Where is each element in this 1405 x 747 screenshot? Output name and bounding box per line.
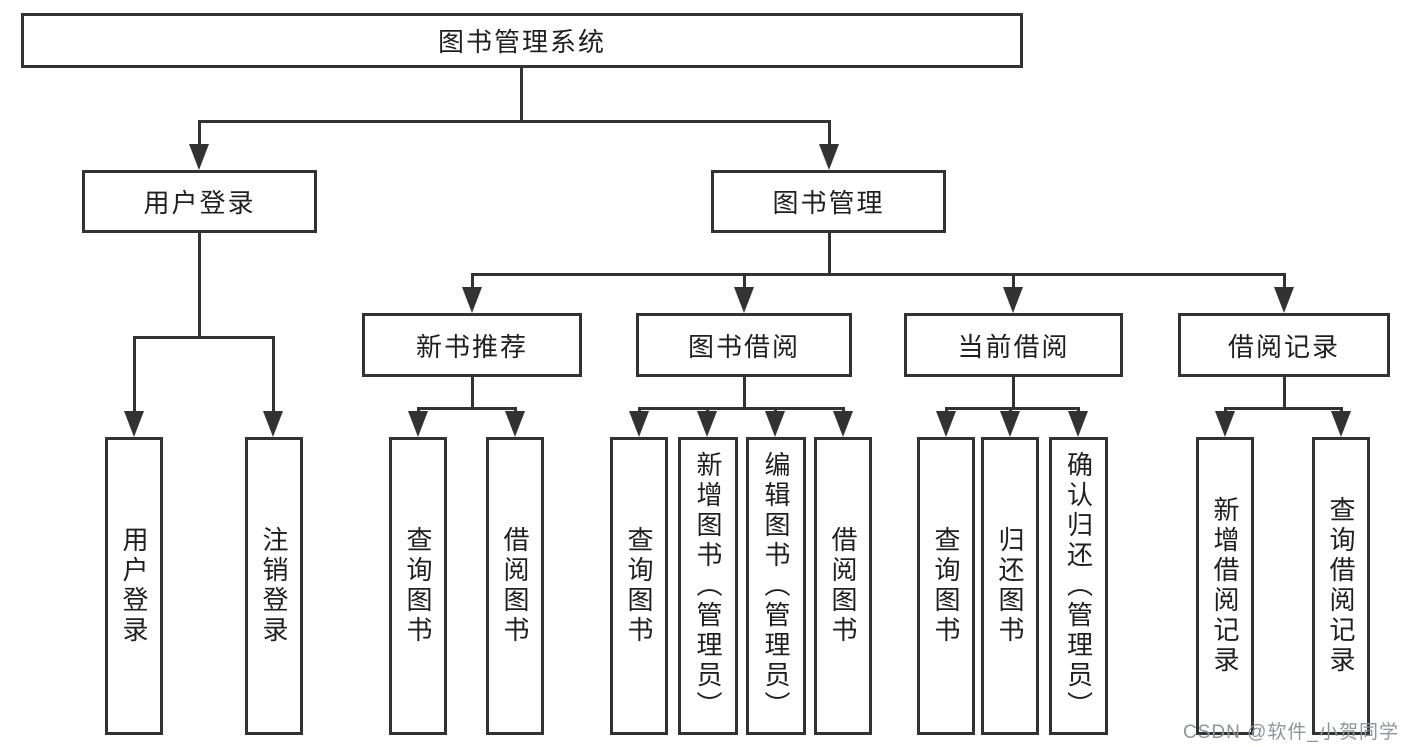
leaf-borrow-books-recommend: 借阅图书	[486, 437, 544, 735]
connector-line	[133, 336, 275, 339]
leaf-query-books-recommend: 查询图书	[389, 437, 447, 735]
arrow-down-icon	[1000, 411, 1020, 437]
leaf-add-books-admin: 新增图书（管理员）	[678, 437, 738, 735]
connector-line	[198, 120, 831, 123]
leaf-query-books-borrow: 查询图书	[610, 437, 668, 735]
leaf-return-books: 归还图书	[981, 437, 1039, 735]
arrow-down-icon	[408, 411, 428, 437]
connector-line	[520, 68, 523, 120]
arrow-down-icon	[189, 144, 209, 170]
arrow-down-icon	[1331, 411, 1351, 437]
leaf-logout: 注销登录	[245, 437, 303, 735]
arrow-down-icon	[765, 411, 785, 437]
node-user-login: 用户登录	[82, 170, 317, 233]
node-library-management-system: 图书管理系统	[21, 13, 1023, 68]
arrow-down-icon	[1068, 411, 1088, 437]
arrow-down-icon	[833, 411, 853, 437]
arrow-down-icon	[1003, 287, 1023, 313]
connector-line	[1283, 273, 1286, 289]
connector-line	[198, 120, 201, 146]
node-borrowing-records: 借阅记录	[1178, 313, 1390, 377]
node-current-borrowing: 当前借阅	[904, 313, 1123, 377]
connector-line	[198, 233, 201, 336]
arrow-down-icon	[697, 411, 717, 437]
connector-line	[272, 336, 275, 414]
connector-line	[1012, 377, 1015, 407]
arrow-down-icon	[263, 411, 283, 437]
arrow-down-icon	[819, 144, 839, 170]
node-new-book-recommendation: 新书推荐	[362, 313, 582, 377]
node-book-borrowing: 图书借阅	[636, 313, 852, 377]
connector-line	[471, 273, 1284, 276]
connector-line	[1224, 407, 1343, 410]
connector-line	[417, 407, 517, 410]
connector-line	[133, 336, 136, 414]
leaf-query-borrow-record: 查询借阅记录	[1312, 437, 1370, 735]
connector-line	[1283, 377, 1286, 407]
arrow-down-icon	[505, 411, 525, 437]
connector-line	[828, 233, 831, 273]
connector-line	[1012, 273, 1015, 289]
csdn-watermark: CSDN @软件_小贺同学	[1183, 722, 1399, 743]
leaf-query-books-current: 查询图书	[917, 437, 975, 735]
arrow-down-icon	[1274, 287, 1294, 313]
leaf-edit-books-admin: 编辑图书（管理员）	[746, 437, 806, 735]
connector-line	[743, 273, 746, 289]
arrow-down-icon	[936, 411, 956, 437]
arrow-down-icon	[124, 411, 144, 437]
leaf-confirm-return-admin: 确认归还（管理员）	[1049, 437, 1108, 735]
leaf-add-borrow-record: 新增借阅记录	[1196, 437, 1254, 735]
connector-line	[471, 273, 474, 289]
connector-line	[471, 377, 474, 407]
leaf-borrow-books: 借阅图书	[814, 437, 872, 735]
connector-line	[945, 407, 1080, 410]
leaf-user-login: 用户登录	[105, 437, 163, 735]
arrow-down-icon	[462, 287, 482, 313]
arrow-down-icon	[1215, 411, 1235, 437]
arrow-down-icon	[734, 287, 754, 313]
node-book-management: 图书管理	[711, 170, 946, 233]
connector-line	[638, 407, 845, 410]
connector-line	[828, 120, 831, 146]
arrow-down-icon	[629, 411, 649, 437]
connector-line	[743, 377, 746, 407]
